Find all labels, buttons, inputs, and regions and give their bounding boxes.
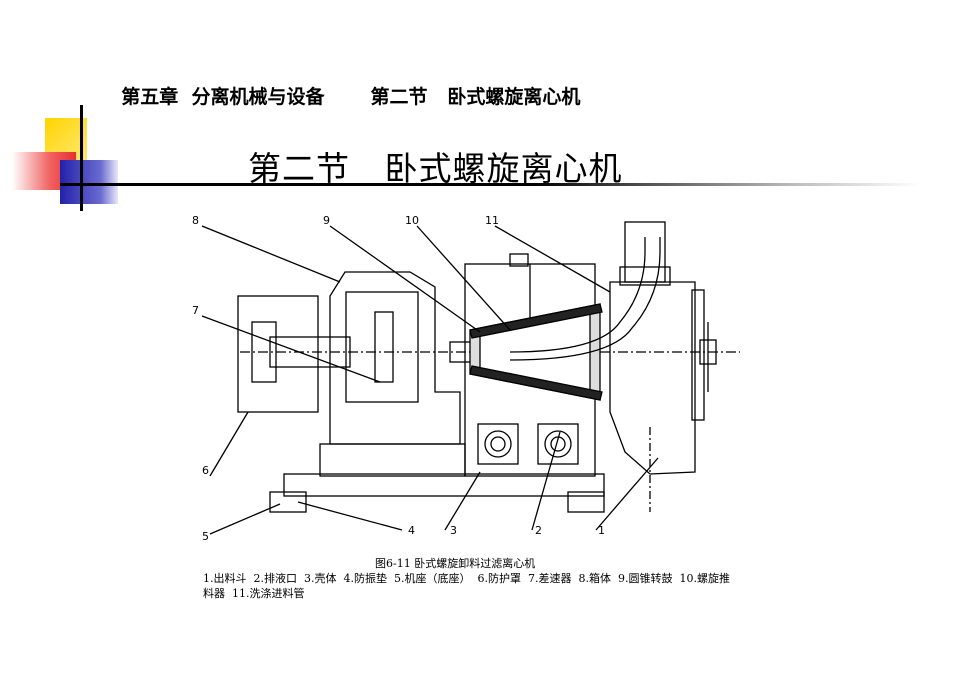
legend-item: 7.差速器 — [528, 572, 572, 585]
slide-header: 第五章 分离机械与设备 第二节 卧式螺旋离心机 — [108, 60, 580, 109]
legend-item: 2.排液口 — [253, 572, 298, 585]
header-section: 第二节 卧式螺旋离心机 — [370, 86, 581, 108]
callout-label: 11 — [485, 214, 499, 227]
centrifuge-diagram: 8 9 10 11 7 6 5 4 3 2 1 — [192, 214, 740, 543]
legend-item: 3.壳体 — [304, 572, 337, 585]
callout-label: 9 — [323, 214, 330, 227]
callout-label: 8 — [192, 214, 199, 227]
callout-label: 7 — [192, 304, 199, 317]
callout-label: 1 — [598, 524, 605, 537]
legend-item: 5.机座（底座） — [394, 572, 471, 585]
title-underline — [60, 183, 920, 186]
slide-title: 第二节 卧式螺旋离心机 — [248, 149, 623, 188]
callout-label: 10 — [405, 214, 419, 227]
callout-label: 6 — [202, 464, 209, 477]
callout-label: 4 — [408, 524, 415, 537]
callout-label: 5 — [202, 530, 209, 543]
decor-vertical-line — [80, 105, 83, 211]
callout-label: 3 — [450, 524, 457, 537]
legend-item: 9.圆锥转鼓 — [618, 572, 673, 585]
legend-item: 1.出料斗 — [203, 572, 247, 585]
figure-legend: 1.出料斗 2.排液口 3.壳体 4.防振垫 5.机座（底座） 6.防护罩 7.差速器 8.箱… — [203, 571, 738, 601]
legend-item: 11.洗涤进料管 — [232, 587, 305, 600]
figure-caption: 图6-11 卧式螺旋卸料过滤离心机 — [375, 557, 536, 570]
callout-label: 2 — [535, 524, 542, 537]
decor-blue-square — [60, 160, 118, 204]
header-chapter: 第五章 分离机械与设备 — [121, 86, 325, 108]
legend-item: 10.螺旋推料器 — [203, 572, 730, 600]
legend-item: 4.防振垫 — [343, 572, 388, 585]
legend-item: 8.箱体 — [578, 572, 612, 585]
legend-item: 6.防护罩 — [477, 572, 522, 585]
